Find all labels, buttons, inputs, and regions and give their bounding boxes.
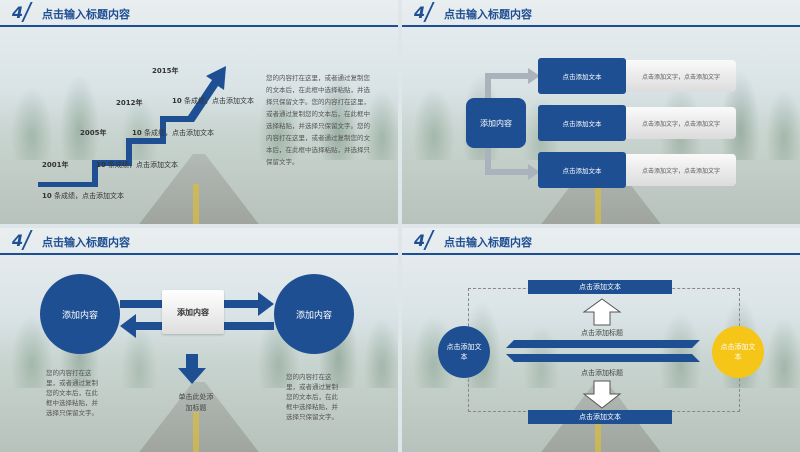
achievement-text: 条成绩，点击添加文本	[53, 192, 124, 200]
achievement-text: 条成绩，点击添加文本	[143, 129, 214, 137]
mid-bottom-label[interactable]: 点击添加标题	[581, 369, 623, 377]
achievement-count: 10	[42, 192, 52, 200]
double-arrows	[506, 340, 700, 362]
achievement-count: 10	[96, 161, 106, 169]
slide-title[interactable]: 点击输入标题内容	[42, 8, 130, 21]
achievement-count: 10	[172, 97, 182, 105]
row-text-box[interactable]: 点击添加文字，点击添加文字	[626, 107, 736, 139]
slide-4[interactable]: 4 点击输入标题内容 点击添加文本 点击添加文本 点击添加标题 点击添加标题 点…	[402, 228, 800, 452]
right-circle[interactable]: 添加内容	[274, 274, 354, 354]
up-arrow-icon	[582, 298, 622, 326]
row-label-box[interactable]: 点击添加文本	[538, 58, 626, 94]
mid-top-label[interactable]: 点击添加标题	[581, 329, 623, 337]
achievement-item[interactable]: 10 条成绩，点击添加文本	[42, 191, 124, 201]
road-line-decoration	[193, 184, 200, 224]
row-label-box[interactable]: 点击添加文本	[538, 152, 626, 188]
down-arrow-icon	[582, 380, 622, 409]
row-text-box[interactable]: 点击添加文字，点击添加文字	[626, 60, 736, 92]
road-line-decoration	[193, 412, 200, 452]
slide-header: 4 点击输入标题内容	[402, 0, 800, 28]
section-number: 4	[414, 231, 426, 250]
header-rule	[0, 25, 398, 27]
achievement-item[interactable]: 10 条成绩，点击添加文本	[96, 160, 178, 170]
staircase-arrow	[38, 66, 226, 187]
achievement-count: 10	[132, 129, 142, 137]
achievement-item[interactable]: 10 条成绩，点击添加文本	[132, 128, 214, 138]
achievement-text: 条成绩，点击添加文本	[183, 97, 254, 105]
slide-2[interactable]: 4 点击输入标题内容 添加内容 点击添加文本 点击添加文字，点击添加文字 点击添…	[402, 0, 800, 224]
year-label: 2005年	[80, 129, 107, 137]
slide-title[interactable]: 点击输入标题内容	[444, 8, 532, 21]
achievement-text: 条成绩，点击添加文本	[107, 161, 178, 169]
header-rule	[402, 253, 800, 255]
section-number: 4	[414, 3, 426, 22]
header-rule	[402, 25, 800, 27]
year-label: 2001年	[42, 161, 69, 169]
header-rule	[0, 253, 398, 255]
top-banner[interactable]: 点击添加文本	[528, 280, 672, 294]
section-number: 4	[12, 3, 24, 22]
slide-header: 4 点击输入标题内容	[402, 228, 800, 256]
slide-3[interactable]: 4 点击输入标题内容 添加内容 添加内容 添加内容 单击此处添加标题 您的内容打…	[0, 228, 398, 452]
left-description[interactable]: 您的内容打在这里，或者通过复制您的文本后，在此框中选择粘贴，并选择只保留文字。	[46, 369, 98, 417]
left-circle[interactable]: 点击添加文本	[438, 326, 490, 378]
row-text-box[interactable]: 点击添加文字，点击添加文字	[626, 154, 736, 186]
down-label[interactable]: 单击此处添加标题	[178, 393, 214, 412]
road-line-decoration	[595, 184, 602, 224]
description-text[interactable]: 您的内容打在这里，或者通过复制您的文本后，在此框中选择粘贴，并选择只保留文字。您…	[266, 74, 370, 166]
center-box[interactable]: 添加内容	[162, 290, 224, 334]
left-circle[interactable]: 添加内容	[40, 274, 120, 354]
down-arrow-icon	[178, 354, 206, 384]
branch-arrows	[485, 68, 540, 180]
year-label: 2012年	[116, 99, 143, 107]
road-line-decoration	[595, 412, 602, 452]
bottom-banner[interactable]: 点击添加文本	[528, 410, 672, 424]
right-circle[interactable]: 点击添加文本	[712, 326, 764, 378]
slide-1[interactable]: 4 点击输入标题内容 2001年 2005年 2012年 2015年 10 条成…	[0, 0, 398, 224]
row-label-box[interactable]: 点击添加文本	[538, 105, 626, 141]
right-description[interactable]: 您的内容打在这里，或者通过复制您的文本后，在此框中选择粘贴，并选择只保留文字。	[286, 373, 338, 421]
year-label: 2015年	[152, 67, 179, 75]
section-number: 4	[12, 231, 24, 250]
slide-title[interactable]: 点击输入标题内容	[42, 236, 130, 249]
achievement-item[interactable]: 10 条成绩，点击添加文本	[172, 96, 254, 106]
center-box[interactable]: 添加内容	[466, 98, 526, 148]
slide-header: 4 点击输入标题内容	[0, 228, 398, 256]
slide-header: 4 点击输入标题内容	[0, 0, 398, 28]
slide-title[interactable]: 点击输入标题内容	[444, 236, 532, 249]
